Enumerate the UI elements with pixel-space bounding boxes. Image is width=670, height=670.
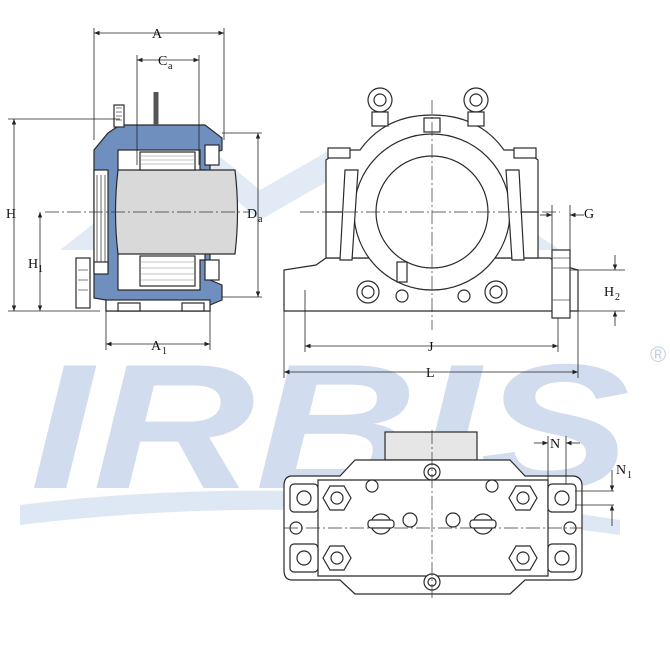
base-bolt-right (181, 302, 205, 312)
svg-text:D: D (247, 207, 257, 222)
shaft (114, 169, 239, 255)
svg-text:1: 1 (627, 470, 632, 481)
svg-text:C: C (158, 54, 167, 69)
bearing-roller-upper (139, 151, 196, 171)
cap-bolt-left (327, 147, 351, 159)
housing-base-foot (105, 299, 211, 312)
svg-text:1: 1 (38, 264, 43, 275)
label-A1: A 1 (151, 339, 167, 357)
front-oil-gauge (396, 261, 408, 283)
cap-bolts (322, 485, 538, 571)
oil-level-gauge (75, 257, 91, 309)
top-shaft-stub (384, 431, 478, 461)
anchor-bolt (551, 249, 571, 319)
right-seal-lower (204, 259, 220, 281)
svg-text:H: H (604, 285, 614, 300)
label-L: L (426, 366, 435, 381)
watermark-registered: ® (650, 342, 666, 367)
eye-bolt-right-shank (467, 111, 485, 127)
side-view-dimensions (8, 28, 262, 350)
top-gauge-left (402, 512, 418, 528)
cap-bolt-right (513, 147, 537, 159)
bearing-roller-lower (139, 255, 196, 287)
svg-text:a: a (258, 214, 263, 225)
svg-text:A: A (151, 339, 162, 354)
side-section-view (45, 92, 250, 312)
label-N: N (550, 437, 560, 452)
seal-grooves (96, 175, 106, 265)
right-seal (204, 144, 220, 166)
label-A: A (152, 27, 163, 42)
top-view (283, 430, 583, 600)
small-plug-center (457, 289, 471, 303)
label-H1: H 1 (28, 257, 43, 275)
front-view (283, 87, 579, 330)
label-G: G (584, 207, 594, 222)
eye-bolt-left-shank (371, 111, 389, 127)
top-view-dimensions (534, 436, 615, 526)
label-N1: N 1 (616, 463, 632, 481)
front-rib-right (505, 169, 525, 261)
front-view-dimensions (283, 205, 625, 378)
label-J: J (428, 340, 434, 355)
svg-text:H: H (28, 257, 38, 272)
svg-text:1: 1 (162, 346, 167, 357)
label-H2: H 2 (604, 285, 620, 303)
svg-text:2: 2 (615, 292, 620, 303)
label-Da: D a (247, 207, 263, 225)
top-plug-b (485, 479, 499, 493)
label-Ca: C a (158, 54, 173, 72)
top-gauge-right (445, 512, 461, 528)
svg-text:a: a (168, 61, 173, 72)
top-plug-a (365, 479, 379, 493)
base-bolt-left (117, 302, 141, 312)
front-rib-left (339, 169, 359, 261)
svg-text:N: N (616, 463, 626, 478)
label-H: H (6, 207, 16, 222)
drain-plug (93, 261, 109, 275)
